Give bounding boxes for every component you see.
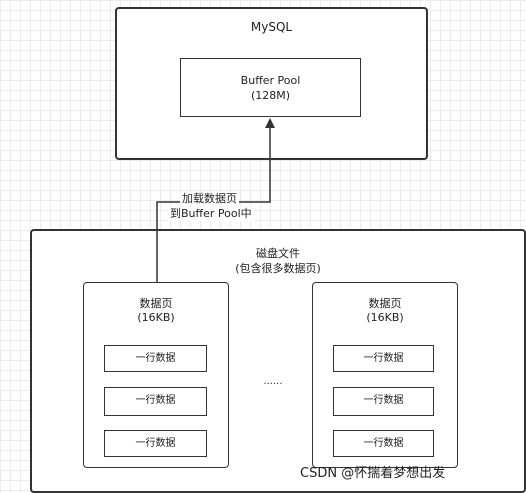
data-row: 一行数据 <box>333 430 434 457</box>
arrow-label-line2: 到Buffer Pool中 <box>168 207 254 221</box>
data-page-title: 数据页 <box>368 297 402 310</box>
disk-subtitle: (包含很多数据页) <box>235 262 321 275</box>
data-page-title: 数据页 <box>139 297 173 310</box>
data-row: 一行数据 <box>104 430 207 457</box>
arrow-label-line1: 加载数据页 <box>180 192 239 206</box>
disk-title: 磁盘文件 <box>256 247 300 260</box>
buffer-pool-name: Buffer Pool <box>240 74 301 87</box>
buffer-pool-size: (128M) <box>250 89 291 102</box>
data-row: 一行数据 <box>333 387 434 416</box>
data-row: 一行数据 <box>333 345 434 372</box>
buffer-pool-box <box>180 58 361 117</box>
data-row: 一行数据 <box>104 345 207 372</box>
data-row: 一行数据 <box>104 387 207 416</box>
data-page-size: (16KB) <box>137 311 175 324</box>
data-page-size: (16KB) <box>366 311 404 324</box>
csdn-watermark: CSDN @怀揣着梦想出发 <box>300 466 446 481</box>
ellipsis: ...... <box>263 376 283 387</box>
mysql-title: MySQL <box>250 20 293 34</box>
